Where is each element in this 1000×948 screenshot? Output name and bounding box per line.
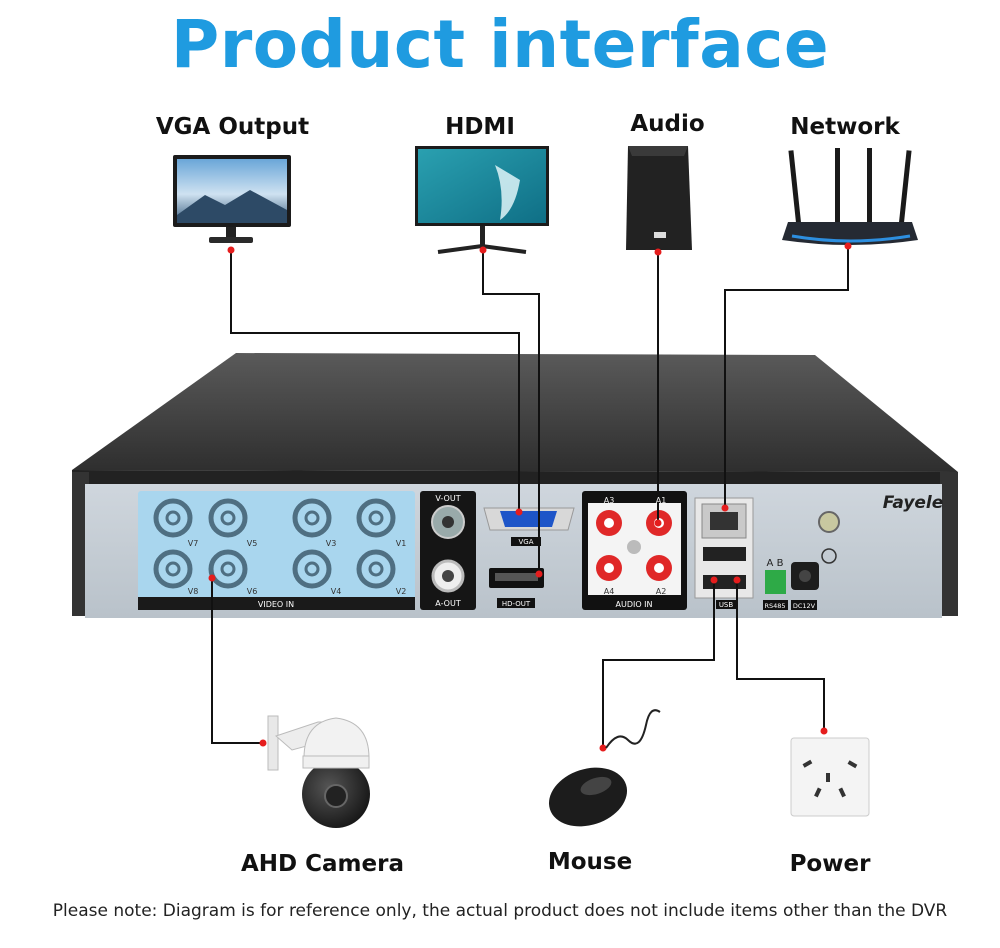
mouse-icon [548,709,661,827]
hd-out-port-label: HD-OUT [502,600,531,608]
audio-in-panel [582,491,687,610]
output-panel [420,491,476,610]
port-label-a4: A4 [604,587,615,596]
video-out-ports [483,507,575,608]
connection-lines [211,246,849,748]
bnc-connectors [153,498,396,589]
port-label-a1: A1 [656,496,667,505]
audio-in-label: AUDIO IN [615,600,652,609]
video-in-label: VIDEO IN [258,600,294,609]
port-label-v6: V6 [247,587,258,596]
connection-dots [208,242,852,752]
port-label-v8: V8 [188,587,199,596]
speaker-icon [626,146,692,250]
rs485-label: RS485 [764,602,785,610]
a-out-label: A-OUT [435,599,461,608]
port-label-v3: V3 [326,539,337,548]
label-network: Network [790,114,900,140]
port-label-v2: V2 [396,587,407,596]
port-label-a2: A2 [656,587,667,596]
label-power: Power [789,851,871,877]
rear-io-ports [694,497,840,610]
label-audio: Audio [630,111,705,137]
rs485-ab-label: A B [767,558,784,569]
video-in-panel [138,491,415,610]
page-title: Product interface [170,6,830,83]
port-label-v1: V1 [396,539,407,548]
v-out-label: V-OUT [435,494,460,503]
label-ahd-camera: AHD Camera [241,851,404,877]
label-vga-output: VGA Output [155,114,310,140]
brand-logo-text: Fayele [883,493,944,513]
reference-note: Please note: Diagram is for reference on… [52,901,948,921]
label-hdmi: HDMI [445,114,515,140]
router-icon [782,148,918,245]
label-mouse: Mouse [547,849,633,875]
port-label-v5: V5 [247,539,258,548]
dc12v-label: DC12V [793,602,816,610]
vga-port-label: VGA [518,538,533,546]
hdmi-monitor-icon [415,146,549,254]
ahd-camera-icon [267,715,370,828]
vga-monitor-icon [173,155,291,243]
port-label-a3: A3 [604,496,615,505]
usb-port-label: USB [719,601,734,609]
power-socket-icon [790,737,870,817]
port-label-v4: V4 [331,587,342,596]
port-label-v7: V7 [188,539,199,548]
